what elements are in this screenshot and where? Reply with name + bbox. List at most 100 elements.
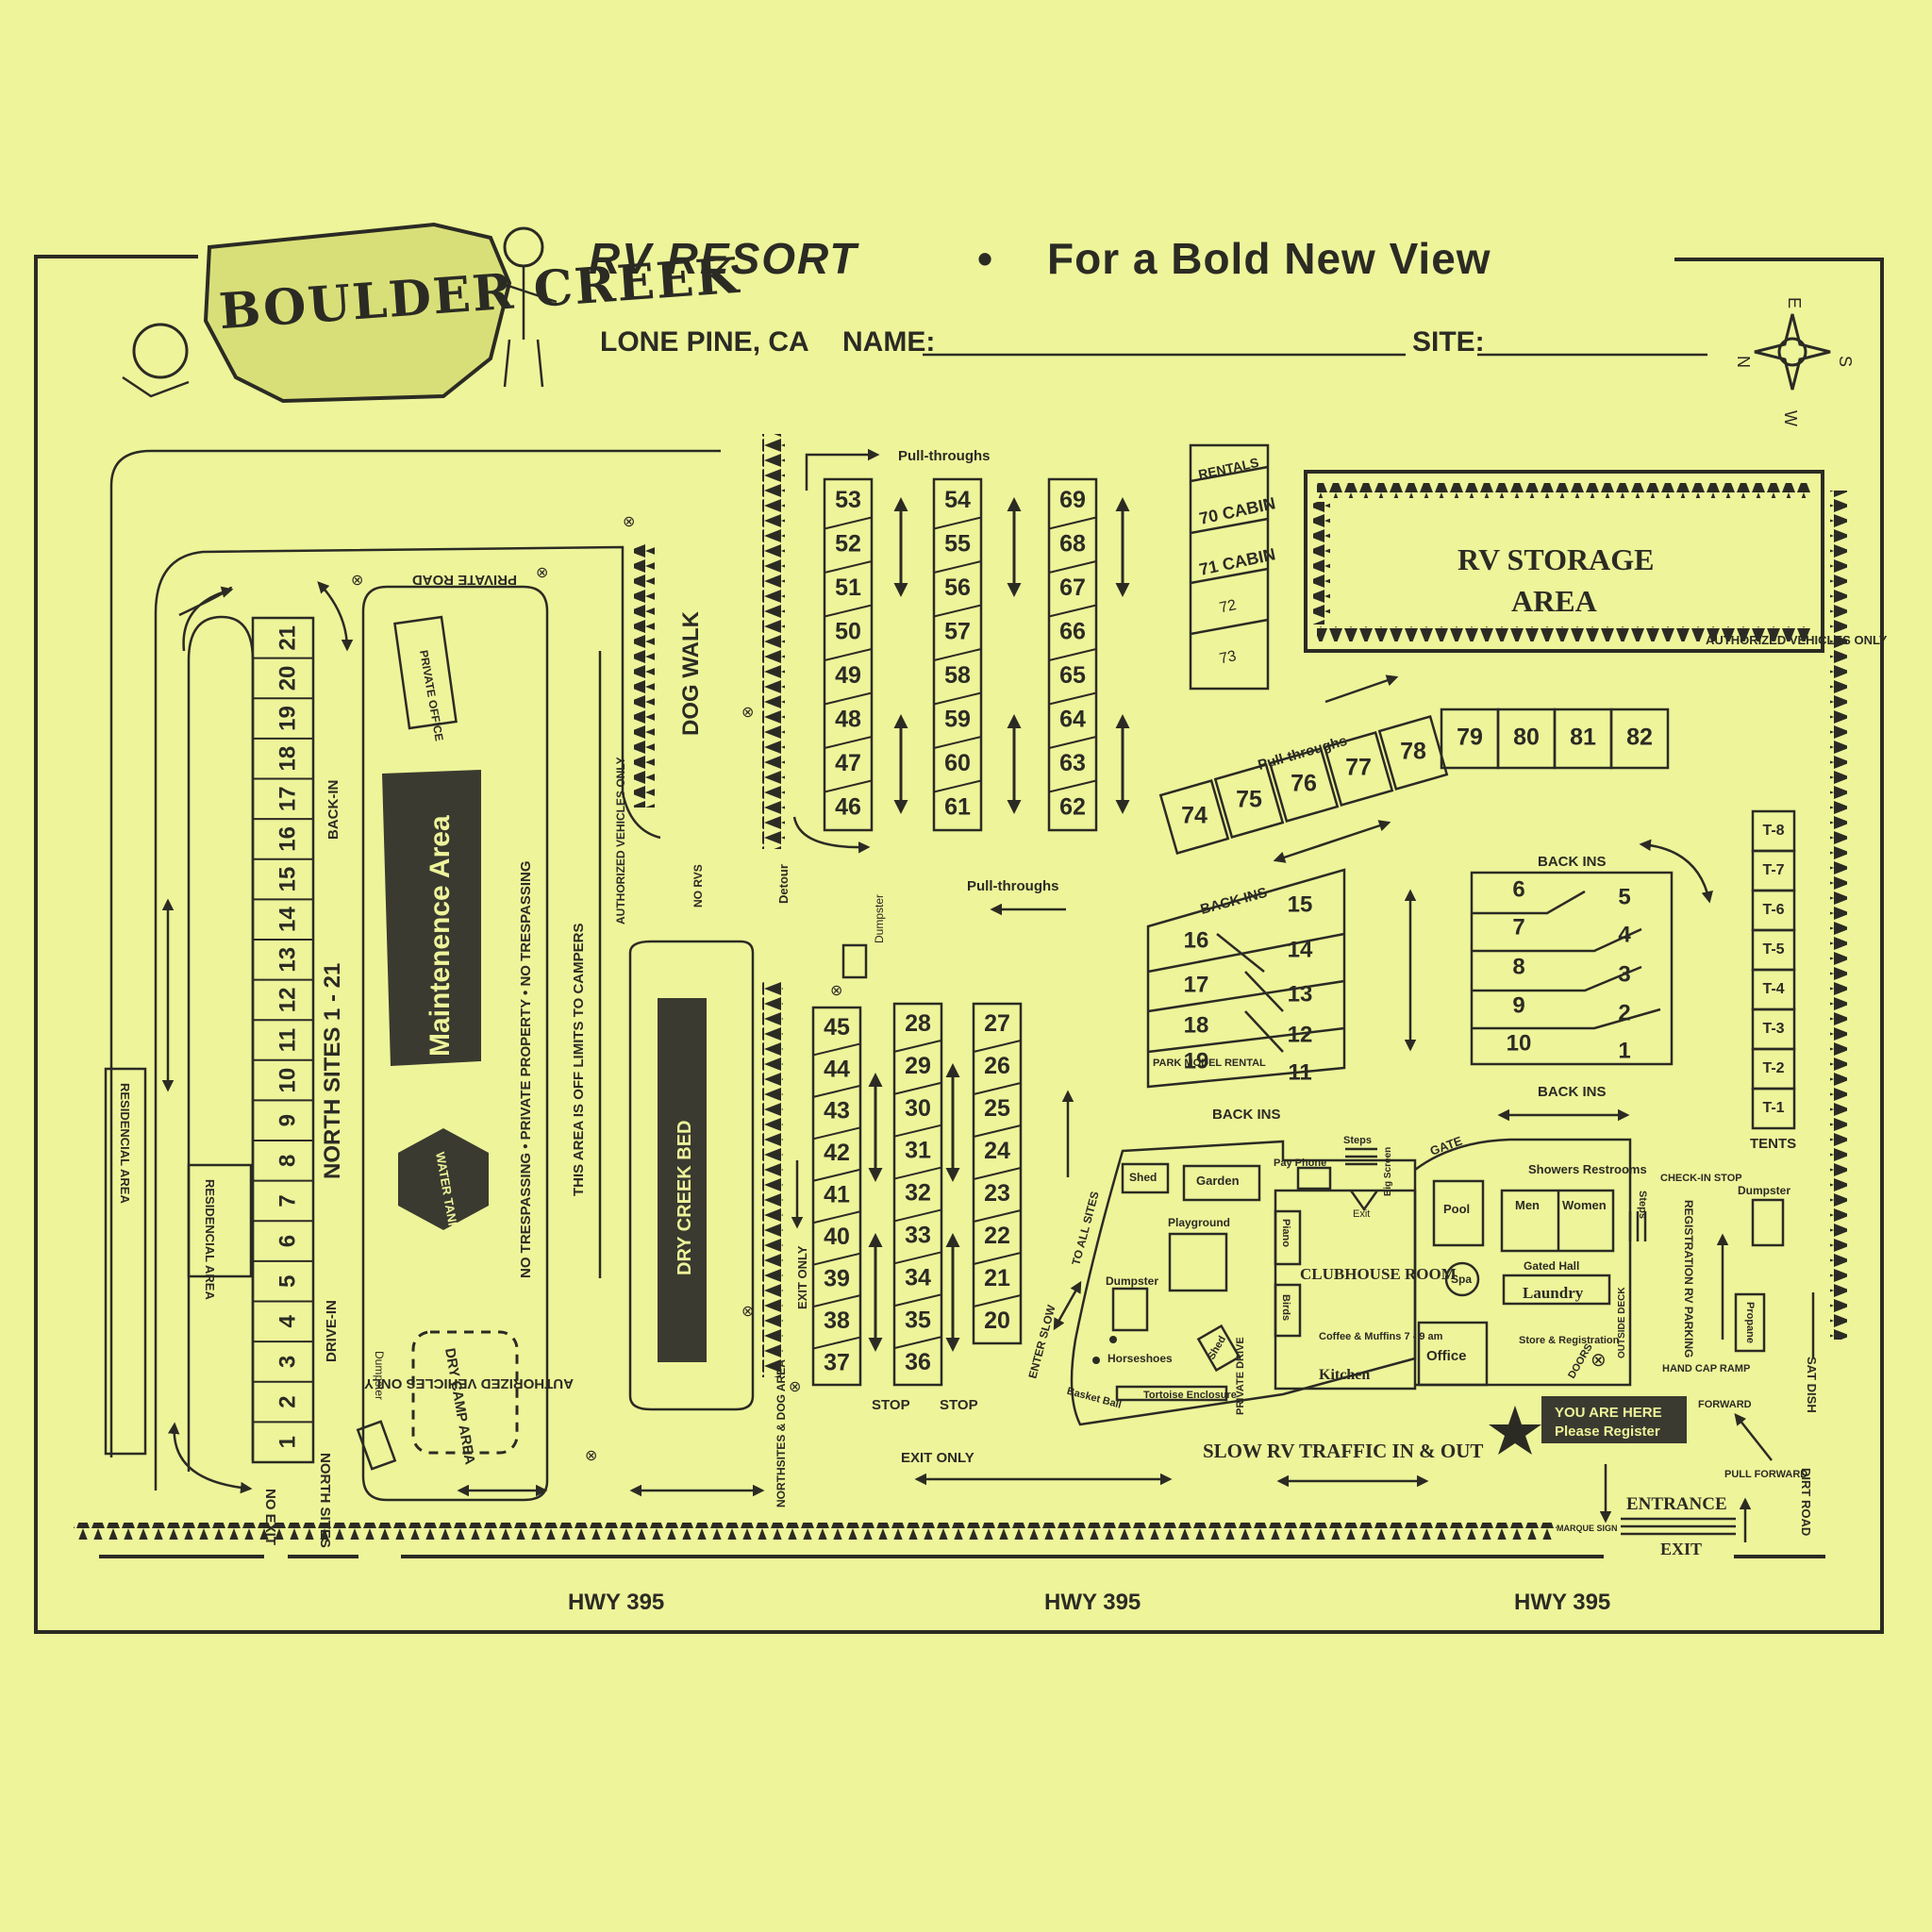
dumpster-4 xyxy=(1751,1198,1785,1247)
garden xyxy=(1182,1164,1261,1202)
playground-label: Playground xyxy=(1168,1216,1230,1229)
site-4: 4 xyxy=(275,1315,300,1328)
site-61: 61 xyxy=(944,793,971,820)
shed-1 xyxy=(1121,1162,1170,1194)
maintenance-label: Maintenence Area xyxy=(425,815,456,1057)
tent-site-T-5: T-5 xyxy=(1762,941,1784,958)
tents-label: TENTS xyxy=(1750,1136,1796,1152)
site-51: 51 xyxy=(835,575,861,601)
site-16: 16 xyxy=(1184,927,1209,953)
birds-label: Birds xyxy=(1280,1294,1291,1321)
site-74: 74 xyxy=(1181,803,1208,829)
dry-creek-compound xyxy=(628,940,755,1411)
site-78: 78 xyxy=(1400,739,1426,765)
site-35: 35 xyxy=(905,1307,931,1333)
office-label: Office xyxy=(1426,1348,1467,1364)
compass-icon: E W N S xyxy=(1734,297,1855,426)
site-18: 18 xyxy=(1184,1012,1209,1038)
site-1: 1 xyxy=(1618,1038,1630,1063)
stop-label-2: STOP xyxy=(940,1397,978,1413)
site-7: 7 xyxy=(1512,914,1524,940)
spa xyxy=(1444,1261,1480,1297)
svg-text:⊗: ⊗ xyxy=(623,514,635,530)
site-5: 5 xyxy=(1618,884,1630,909)
rv-storage-label-1: RV STORAGE xyxy=(1457,542,1654,576)
check-in-label: CHECK-IN STOP xyxy=(1660,1173,1742,1184)
site-29: 29 xyxy=(905,1053,931,1079)
site-1: 1 xyxy=(275,1436,300,1448)
handicap-label: HAND CAP RAMP xyxy=(1662,1363,1750,1374)
no-rvs-label: NO RVS xyxy=(691,864,705,908)
site-14: 14 xyxy=(275,907,300,932)
clubhouse-grounds xyxy=(1070,1140,1417,1426)
site-15: 15 xyxy=(275,867,300,892)
site-12: 12 xyxy=(275,988,300,1013)
north-sites-short: NORTH SITES xyxy=(317,1453,333,1548)
svg-text:⊗: ⊗ xyxy=(585,1448,597,1464)
site-34: 34 xyxy=(905,1264,931,1291)
hwy-label-3: HWY 395 xyxy=(1514,1590,1610,1615)
tent-site-T-8: T-8 xyxy=(1762,823,1784,839)
site-73: 73 xyxy=(1218,648,1238,667)
drive-in-label: DRIVE-IN xyxy=(324,1300,340,1362)
site-41: 41 xyxy=(824,1182,850,1208)
site-39: 39 xyxy=(824,1265,850,1291)
site-8: 8 xyxy=(1512,954,1524,979)
coffee-label: Coffee & Muffins 7 - 9 am xyxy=(1319,1331,1443,1342)
men-label: Men xyxy=(1515,1198,1540,1212)
site-20: 20 xyxy=(984,1307,1010,1334)
name-label: NAME: xyxy=(842,326,935,358)
logo: BOULDER CREEK xyxy=(122,222,741,404)
site-33: 33 xyxy=(905,1222,931,1248)
back-ins-right: BACK INS BACK INS xyxy=(1470,854,1674,1100)
water-tank xyxy=(398,1128,489,1230)
site-20: 20 xyxy=(275,666,300,691)
clubhouse-building xyxy=(1274,1189,1417,1391)
residencial-label-2: RESIDENCIAL AREA xyxy=(203,1179,217,1300)
shed-label-2: Shed xyxy=(1206,1334,1228,1361)
slow-traffic-label: SLOW RV TRAFFIC IN & OUT xyxy=(1203,1440,1483,1462)
propane-label: Propane xyxy=(1744,1302,1756,1343)
tent-site-T-4: T-4 xyxy=(1762,981,1784,997)
big-screen-label: Big Screen xyxy=(1383,1147,1393,1196)
site-81: 81 xyxy=(1570,724,1596,751)
hwy-label-1: HWY 395 xyxy=(568,1590,664,1615)
marker-icon: ⊗⊗⊗⊗⊗⊗⊗⊗ xyxy=(351,514,842,1464)
site-4: 4 xyxy=(1618,922,1631,947)
pull-throughs-mid: Pull-throughs xyxy=(967,878,1059,894)
tortoise-enclosure xyxy=(1115,1385,1228,1402)
site-12: 12 xyxy=(1288,1022,1313,1047)
store-label: Store & Registration xyxy=(1519,1335,1620,1346)
svg-text:⊗: ⊗ xyxy=(741,1304,754,1320)
tent-sites: T-8T-7T-6T-5T-4T-3T-2T-1 xyxy=(1751,809,1796,1130)
site-24: 24 xyxy=(984,1138,1010,1164)
site-49: 49 xyxy=(835,662,861,689)
rv-storage-area: RV STORAGE AREA AUTHORIZED VEHICLES ONLY xyxy=(1304,470,1888,1340)
dumpster-label-2: Dumpster xyxy=(873,894,886,943)
site-82: 82 xyxy=(1626,724,1653,751)
svg-text:⊗: ⊗ xyxy=(830,983,842,999)
tortoise-label: Tortoise Enclosure xyxy=(1143,1390,1237,1401)
authorized-no-rvs-label: AUTHORIZED VEHICLES ONLY xyxy=(614,757,627,924)
site-56: 56 xyxy=(944,575,971,601)
site-66: 66 xyxy=(1059,618,1086,644)
site-21: 21 xyxy=(984,1265,1010,1291)
dumpster-3 xyxy=(1111,1287,1149,1332)
site-79: 79 xyxy=(1457,724,1483,751)
compass-s: S xyxy=(1836,356,1855,367)
playground xyxy=(1168,1232,1228,1292)
site-68: 68 xyxy=(1059,530,1086,557)
site-31: 31 xyxy=(905,1138,931,1164)
horseshoes-label: Horseshoes xyxy=(1108,1352,1173,1365)
rv-storage-label-2: AREA xyxy=(1511,584,1597,618)
site-45: 45 xyxy=(824,1014,850,1041)
residencial-area-2 xyxy=(187,1163,253,1278)
you-are-here-label: YOU ARE HERE xyxy=(1555,1405,1662,1421)
site-28: 28 xyxy=(905,1010,931,1037)
site-47: 47 xyxy=(835,750,861,776)
northsites-dog-label: NORTHSITES & DOG AREA xyxy=(774,1359,788,1507)
pool-label: Pool xyxy=(1443,1202,1470,1216)
showers-label: Showers Restrooms xyxy=(1528,1162,1647,1176)
